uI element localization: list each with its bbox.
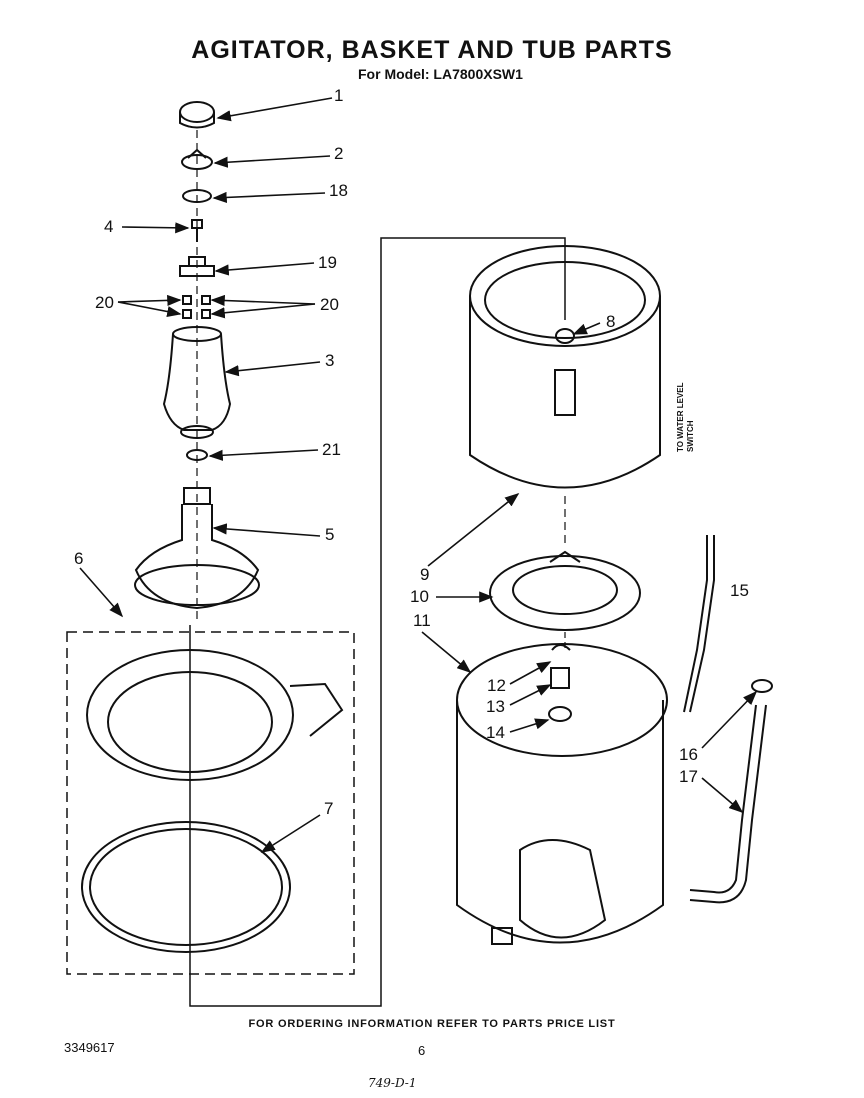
callout-20-left: 20 [95,293,114,312]
tub-part [456,643,668,945]
callout-21: 21 [322,440,341,459]
callout-9: 9 [420,565,430,584]
callout-5: 5 [325,525,335,544]
drain-hose-part [689,704,757,894]
balance-ring-part [86,649,344,781]
callout-3: 3 [325,351,335,370]
pressure-hose-part [689,535,715,713]
o-ring-part [182,189,212,203]
clip-part [551,644,571,651]
nut-part [550,667,570,689]
callout-6: 6 [74,549,84,568]
model-subtitle: For Model: LA7800XSW1 [358,66,523,82]
callout-19: 19 [318,253,337,272]
basket-part [469,245,661,489]
ordering-note: FOR ORDERING INFORMATION REFER TO PARTS … [248,1018,616,1030]
drive-bell-part [489,550,641,631]
handwritten-code: 749-D-1 [368,1076,417,1090]
cam-part [179,256,215,277]
hose-clamp-part [751,679,773,693]
dog-parts [182,295,211,319]
callout-13: 13 [486,697,505,716]
document-part-number: 3349617 [64,1040,115,1055]
callout-12: 12 [487,676,506,695]
bolt-part [191,219,203,242]
agitator-base-part [134,487,260,610]
callout-11: 11 [413,611,431,630]
callout-4: 4 [104,217,114,236]
page-title: AGITATOR, BASKET AND TUB PARTS [191,36,673,64]
bearing-part [548,706,572,722]
water-level-switch-note: TO WATER LEVEL SWITCH [676,382,695,452]
callout-16: 16 [679,745,698,764]
auger-part [162,326,232,439]
callout-1: 1 [334,86,344,105]
callout-18: 18 [329,181,348,200]
callout-17: 17 [679,767,698,786]
callout-20-right: 20 [320,295,339,314]
callout-14: 14 [486,723,505,742]
callout-2: 2 [334,144,344,163]
callout-7: 7 [324,799,334,818]
page-number: 6 [418,1043,426,1058]
retainer-part [181,148,213,170]
callout-8: 8 [606,312,616,331]
callout-15: 15 [730,581,749,600]
tub-ring-part [81,821,291,953]
seal-ring-part [186,449,208,461]
agitator-cap-part [179,101,215,129]
callout-10: 10 [410,587,429,606]
